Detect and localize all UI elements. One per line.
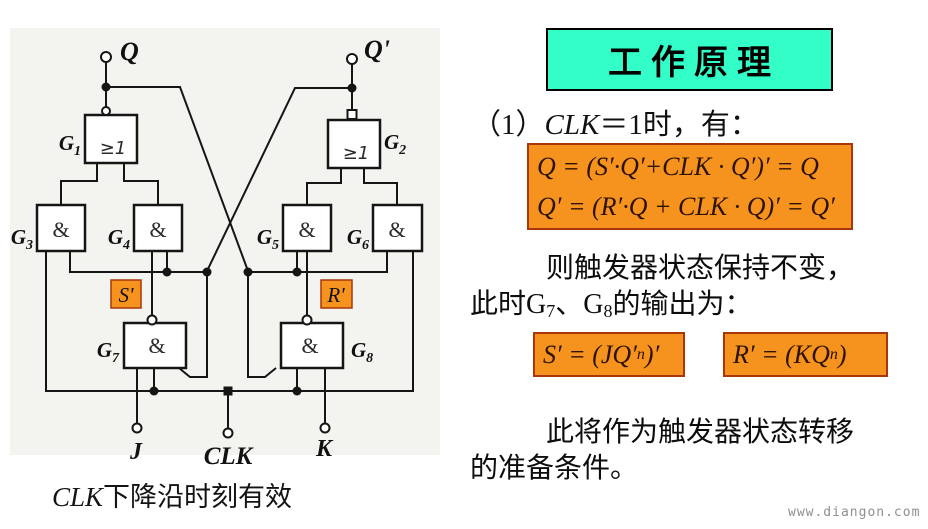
gate-g3-symbol: & [52,217,69,242]
gate-g4-label: G4 [108,225,130,253]
terminal-clk [222,427,234,439]
case1-variable: CLK [544,109,600,141]
gate-g2-symbol: ≥1 [343,143,370,164]
paragraph2-line1: 此将作为触发器状态转移 [546,417,855,448]
s-output-formula-box: S′ = (JQ′n )′ [533,332,685,377]
terminal-q-label: Q [120,37,139,66]
gate-g3-box [35,203,87,253]
watermark: www.diangon.com [788,505,921,520]
g1-output-bubble [101,106,111,116]
g8-output-bubble [301,314,313,326]
g2-output-bubble [346,109,358,120]
gate-g4-box [132,203,184,253]
gate-g1-label: G1 [59,131,81,159]
paragraph1-line2: 此时G7、G8的输出为： [470,289,753,321]
case1-condition: ＝1时，有： [599,109,759,141]
gate-g4-symbol: & [149,217,166,242]
g7-reference: G7 [526,289,556,321]
terminal-q [100,51,112,63]
hold-formula-line2: Q′ = (R′·Q + CLK · Q)′ = Q′ [537,191,835,221]
page-title: 工作原理 [608,44,780,82]
g8-reference: G8 [583,289,613,321]
svg-text:S': S' [119,283,135,307]
gate-g8-box [279,321,345,370]
case1-line: （1）CLK＝1时，有： [472,101,759,143]
gate-g2-label: G2 [384,130,406,158]
gate-g6-symbol: & [388,217,405,242]
gate-g1-box [83,113,139,165]
gate-g7-box [122,321,188,370]
terminal-qbar-label: Q' [364,35,390,64]
gate-g1-symbol: ≥1 [100,138,127,159]
gate-g3-label: G3 [11,225,33,253]
bubbles-and-terminals [100,51,358,439]
paragraph1-line1: 则触发器状态保持不变， [546,253,855,284]
terminal-k [319,422,331,434]
paragraph2-line2: 的准备条件。 [470,453,639,484]
gate-g5-symbol: & [298,217,315,242]
terminal-qbar [346,53,358,65]
gate-g6-box [371,203,424,253]
gate-g5-box [281,203,333,253]
svg-text:R': R' [326,283,345,307]
case1-number: （1） [472,109,545,141]
circuit-diagram: ≥1 ≥1 & & & & & & G1 G2 G3 G4 G5 G6 G7 G… [10,28,440,512]
gate-g8-symbol: & [301,333,318,358]
circuit-caption: CLK下降沿时刻有效 [52,482,292,512]
s-wire-tag: S' [110,279,142,309]
terminal-clk-label: CLK [204,443,255,470]
g7-output-bubble [146,314,158,326]
terminal-j-label: J [129,439,143,465]
hold-formula-box: Q = (S′·Q′+CLK · Q′)′ = Q Q′ = (R′·Q + C… [527,143,853,230]
gate-g7-label: G7 [97,338,120,366]
title-box: 工作原理 [546,28,833,91]
gate-g6-label: G6 [347,225,369,253]
hold-formula-line1: Q = (S′·Q′+CLK · Q′)′ = Q [537,151,819,181]
junction-dots [101,82,357,396]
r-wire-tag: R' [320,279,353,309]
terminal-k-label: K [315,436,334,462]
gate-g5-label: G5 [257,225,279,253]
gate-g8-label: G8 [351,338,373,366]
gate-g7-symbol: & [148,333,165,358]
terminal-j [131,422,143,434]
